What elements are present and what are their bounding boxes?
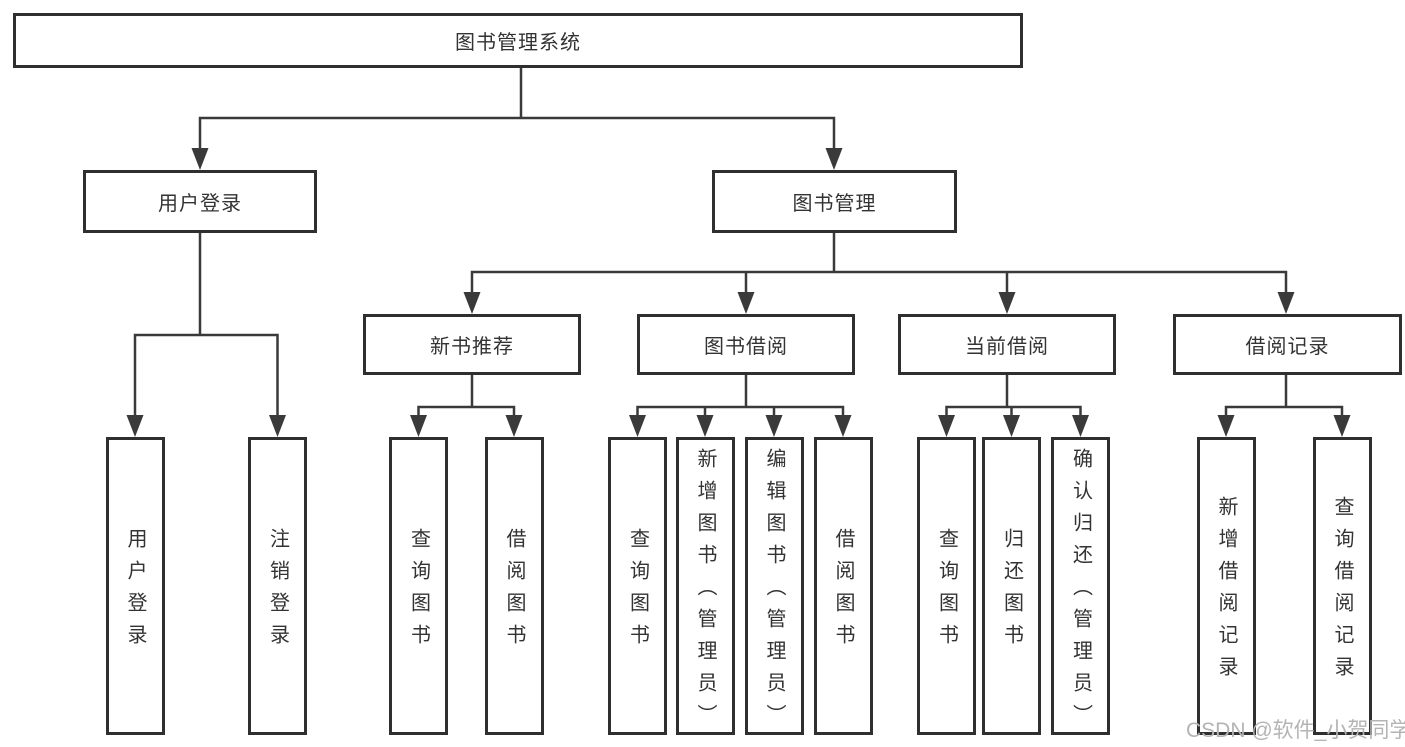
node-label: 借阅图书	[832, 528, 854, 656]
node-user-login-action: 用户登录	[105, 437, 165, 735]
node-label: 借阅记录	[1245, 336, 1330, 358]
node-label: 图书管理系统	[455, 32, 581, 54]
node-label: 确认归还（管理员）	[1069, 448, 1092, 736]
node-label: 新增图书（管理员）	[694, 448, 716, 736]
node-label: 图书管理	[792, 193, 877, 215]
node-current-borrowing: 当前借阅	[898, 314, 1116, 375]
node-label: 注销登录	[266, 528, 289, 656]
node-label: 归还图书	[1000, 528, 1023, 656]
node-book-management-system: 图书管理系统	[13, 13, 1023, 68]
node-label: 图书借阅	[704, 336, 788, 358]
node-confirm-return-admin: 确认归还（管理员）	[1051, 437, 1110, 736]
node-borrowing-records: 借阅记录	[1173, 314, 1402, 375]
node-borrow-books: 借阅图书	[813, 437, 873, 735]
node-label: 用户登录	[158, 193, 242, 215]
node-user-login: 用户登录	[83, 170, 317, 233]
node-query-books-borrowing: 查询图书	[608, 437, 667, 735]
watermark: CSDN @软件_小贺同学	[1186, 719, 1405, 742]
node-logout: 注销登录	[248, 437, 307, 735]
node-label: 用户登录	[124, 528, 146, 656]
node-new-book-recommendation: 新书推荐	[363, 314, 581, 375]
node-label: 借阅图书	[503, 528, 525, 656]
node-label: 查询图书	[935, 528, 958, 656]
node-label: 查询图书	[407, 528, 430, 656]
node-add-books-admin: 新增图书（管理员）	[675, 437, 735, 736]
node-query-books-recommendation: 查询图书	[389, 437, 448, 735]
node-label: 查询借阅记录	[1331, 496, 1353, 688]
node-book-management: 图书管理	[712, 170, 957, 233]
node-label: 新书推荐	[430, 336, 514, 358]
node-query-borrow-record: 查询借阅记录	[1312, 437, 1372, 735]
node-label: 新增借阅记录	[1215, 496, 1237, 688]
node-label: 编辑图书（管理员）	[763, 448, 785, 736]
node-query-books-current: 查询图书	[917, 437, 976, 735]
node-add-borrow-record: 新增借阅记录	[1196, 437, 1256, 735]
node-label: 当前借阅	[965, 336, 1049, 358]
node-label: 查询图书	[626, 528, 649, 656]
tree-edges	[133, 66, 1344, 423]
arrowheads	[126, 148, 1351, 437]
node-book-borrowing: 图书借阅	[637, 314, 855, 375]
node-borrow-books-recommendation: 借阅图书	[484, 437, 544, 735]
node-return-books: 归还图书	[982, 437, 1041, 735]
node-edit-books-admin: 编辑图书（管理员）	[744, 437, 804, 736]
